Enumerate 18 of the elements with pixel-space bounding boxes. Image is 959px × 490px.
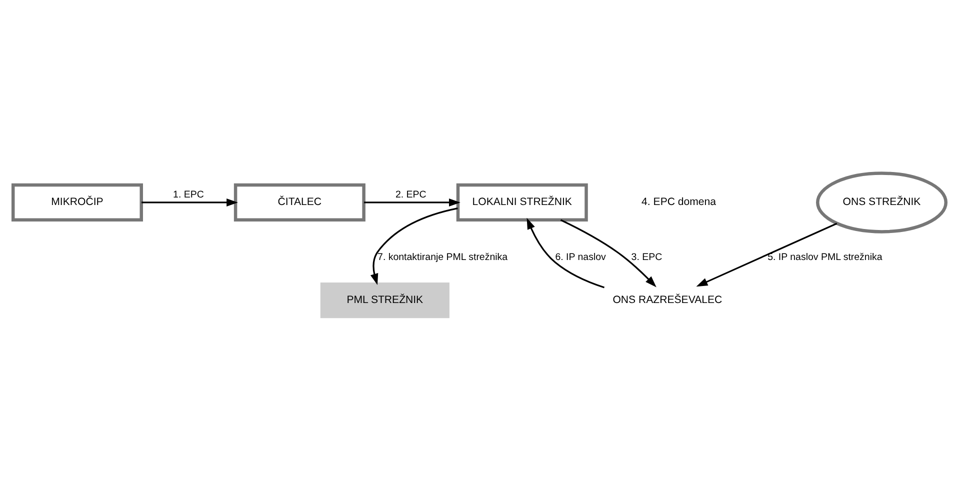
edge-label: 1. EPC: [173, 188, 204, 200]
arrow: [560, 218, 656, 287]
edge-label: 6. IP naslov: [555, 251, 606, 262]
node-box: PML STREŽNIK: [320, 282, 450, 318]
node-text: ONS RAZREŠEVALEC: [612, 294, 722, 306]
edge-label: 7. kontaktiranje PML strežnika: [378, 251, 508, 262]
arrow: [370, 207, 458, 285]
arrow: [696, 222, 838, 286]
node-box: ČITALEC: [234, 182, 366, 222]
node-box: LOKALNI STREŽNIK: [456, 182, 588, 222]
edge-label: 2. EPC: [395, 188, 426, 200]
edge-label: 3. EPC: [631, 251, 662, 262]
arrow: [364, 198, 460, 206]
label: 4. EPC domena: [642, 196, 716, 208]
node-ellipse: ONS STREŽNIK: [816, 171, 948, 233]
arrow: [142, 198, 238, 206]
arrow: [526, 217, 605, 288]
node-box: MIKROČIP: [11, 182, 143, 222]
